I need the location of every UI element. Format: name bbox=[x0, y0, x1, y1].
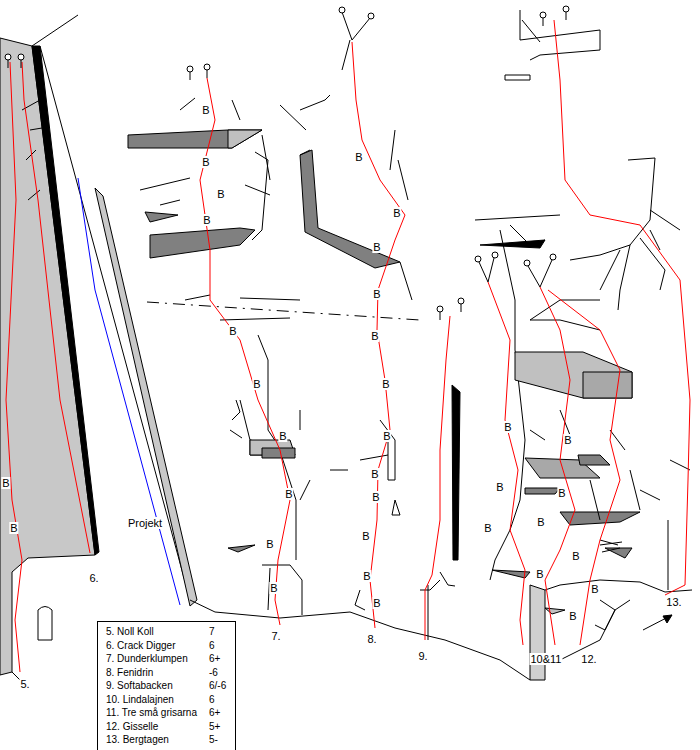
route-name: 11. Tre små grisarna bbox=[106, 707, 197, 719]
route-grade: 5+ bbox=[209, 721, 220, 733]
route-name: 9. Softabacken bbox=[106, 680, 173, 692]
route-grade: 6+ bbox=[209, 707, 220, 719]
bolt-marker: B bbox=[202, 214, 211, 226]
bolt-marker: B bbox=[535, 568, 544, 580]
bolt-marker: B bbox=[568, 610, 577, 622]
bolt-marker: B bbox=[284, 488, 293, 500]
bolt-marker: B bbox=[362, 570, 371, 582]
route-name: 5. Noll Koll bbox=[106, 626, 154, 638]
route-number: 5. bbox=[19, 678, 30, 690]
bolt-marker: B bbox=[563, 434, 572, 446]
route-grade: 6 bbox=[209, 640, 215, 652]
route-name: 6. Crack Digger bbox=[106, 640, 175, 652]
bolt-marker: B bbox=[9, 522, 18, 534]
bolt-marker: B bbox=[278, 430, 287, 442]
bolt-marker: B bbox=[372, 288, 381, 300]
bolt-marker: B bbox=[269, 582, 278, 594]
bolt-marker: B bbox=[495, 481, 504, 493]
bolt-marker: B bbox=[354, 151, 363, 163]
route-table: 5. Noll Koll 7 6. Crack Digger 6 7. Dunderkl… bbox=[97, 621, 236, 750]
bolt-marker: B bbox=[557, 487, 566, 499]
route-name: 13. Bergtagen bbox=[106, 734, 169, 746]
route-name: 10. Lindalajnen bbox=[106, 694, 174, 706]
bolt-marker: B bbox=[536, 516, 545, 528]
route-grade: 7 bbox=[209, 626, 215, 638]
bolt-marker: B bbox=[372, 241, 381, 253]
bolt-marker: B bbox=[483, 522, 492, 534]
bolt-marker: B bbox=[216, 188, 225, 200]
bolt-marker: B bbox=[201, 104, 210, 116]
bolt-marker: B bbox=[371, 491, 380, 503]
route-grade: 6/-6 bbox=[209, 680, 226, 692]
bolt-marker: B bbox=[392, 207, 401, 219]
route-number: 12. bbox=[580, 653, 597, 665]
bolt-marker: B bbox=[571, 550, 580, 562]
route-number: 9. bbox=[417, 650, 428, 662]
bolt-marker: B bbox=[265, 538, 274, 550]
route-name: 8. Fenidrin bbox=[106, 667, 153, 679]
route-number: 10&11 bbox=[530, 653, 563, 665]
bolt-marker: B bbox=[361, 530, 370, 542]
bolt-marker: B bbox=[381, 378, 390, 390]
bolt-marker: B bbox=[1, 477, 10, 489]
bolt-marker: B bbox=[590, 583, 599, 595]
route-number: 13. bbox=[665, 596, 682, 608]
bolt-marker: B bbox=[228, 325, 237, 337]
route-grade: 6+ bbox=[209, 653, 220, 665]
route-grade: 5- bbox=[209, 734, 218, 746]
route-number: 7. bbox=[270, 630, 281, 642]
route-grade: -6 bbox=[209, 667, 218, 679]
project-label: Projekt bbox=[127, 517, 163, 529]
bolt-marker: B bbox=[252, 378, 261, 390]
bolt-marker: B bbox=[201, 156, 210, 168]
route-grade: 6 bbox=[209, 694, 215, 706]
route-name: 12. Gisselle bbox=[106, 721, 158, 733]
route-number: 6. bbox=[88, 572, 99, 584]
bolt-marker: B bbox=[370, 330, 379, 342]
route-name: 7. Dunderklumpen bbox=[106, 653, 188, 665]
bolt-marker: B bbox=[370, 468, 379, 480]
route-number: 8. bbox=[366, 633, 377, 645]
bolt-marker: B bbox=[382, 430, 391, 442]
bolt-marker: B bbox=[503, 421, 512, 433]
bolt-marker: B bbox=[372, 597, 381, 609]
